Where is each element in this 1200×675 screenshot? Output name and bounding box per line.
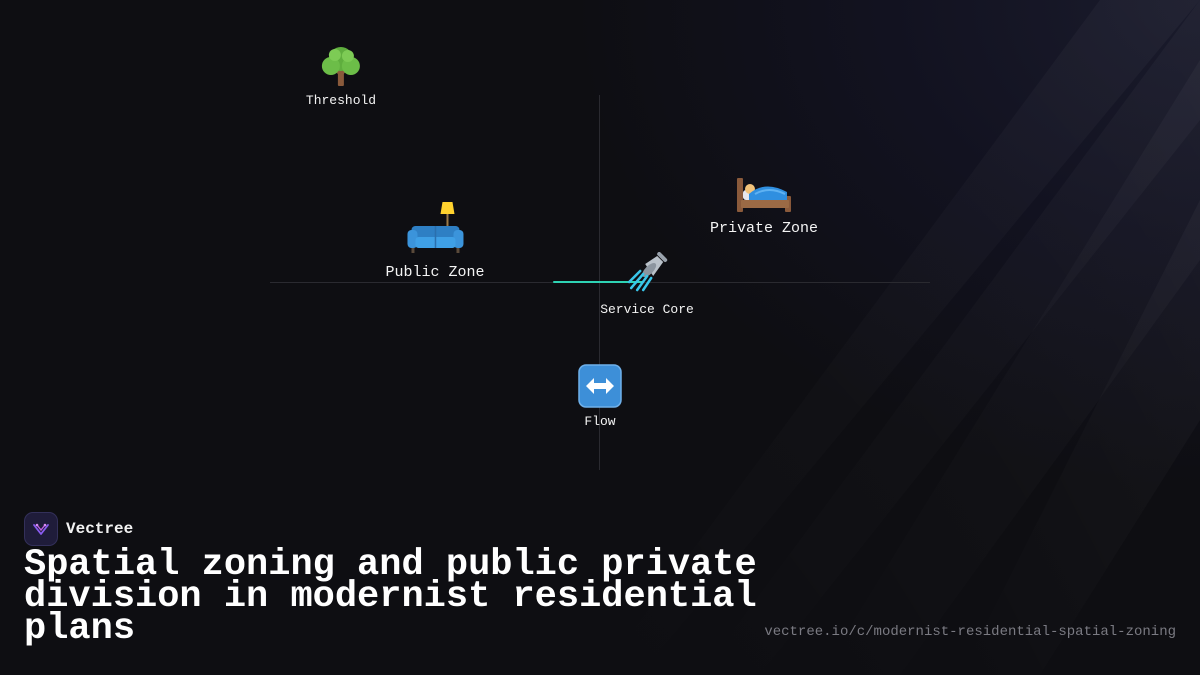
vectree-logo-icon bbox=[24, 512, 58, 546]
node-label-threshold: Threshold bbox=[305, 93, 377, 108]
brand-name: Vectree bbox=[66, 520, 134, 538]
node-label-service-core: Service Core bbox=[600, 302, 694, 317]
tree-icon bbox=[319, 44, 363, 88]
node-label-private-zone: Private Zone bbox=[709, 220, 819, 237]
node-service-core: Service Core bbox=[600, 252, 694, 317]
page-title: Spatial zoning and public private divisi… bbox=[24, 544, 757, 650]
node-label-public-zone: Public Zone bbox=[385, 264, 485, 281]
person-in-bed-icon bbox=[735, 170, 793, 216]
flow-connector-line bbox=[553, 281, 643, 283]
node-threshold: Threshold bbox=[306, 44, 376, 108]
node-label-flow: Flow bbox=[584, 414, 616, 429]
source-url[interactable]: vectree.io/c/modernist-residential-spati… bbox=[764, 624, 1176, 640]
node-public-zone: Public Zone bbox=[385, 200, 485, 281]
node-private-zone: Private Zone bbox=[710, 170, 818, 237]
node-flow: Flow bbox=[578, 364, 622, 429]
shower-icon bbox=[625, 252, 669, 292]
couch-and-lamp-icon bbox=[405, 200, 465, 256]
brand: Vectree bbox=[24, 512, 133, 546]
left-right-arrow-icon bbox=[578, 364, 622, 408]
